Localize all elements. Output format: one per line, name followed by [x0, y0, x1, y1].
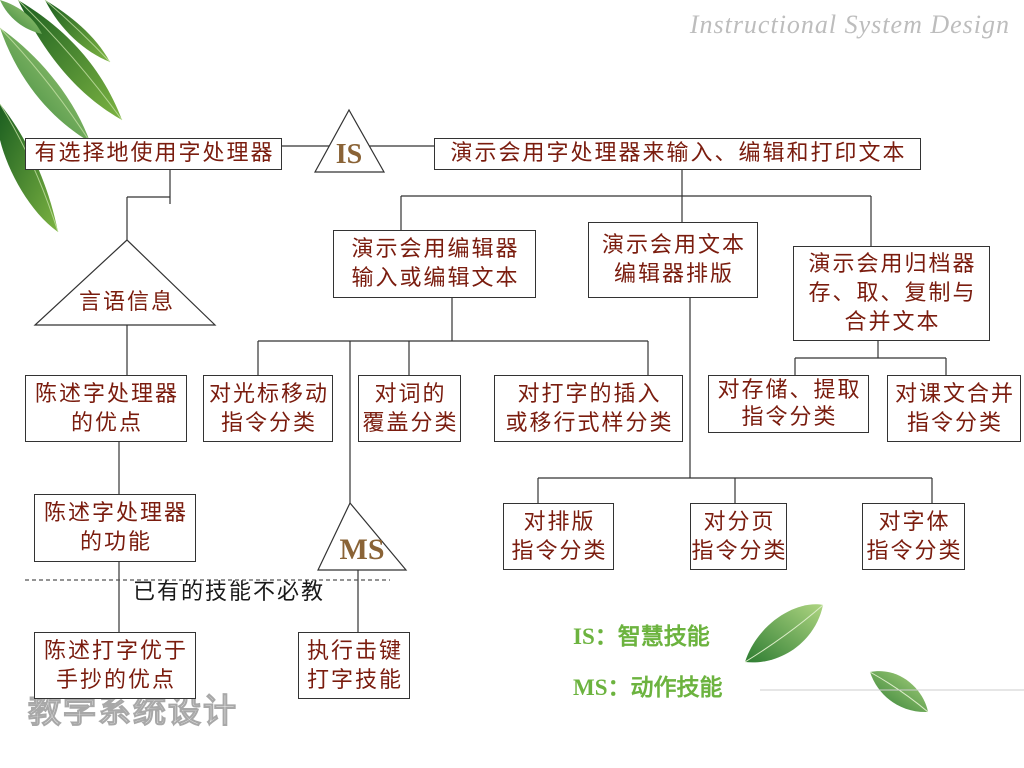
legend-ms: MS：动作技能 [573, 675, 723, 700]
box-text: 对排版 [523, 509, 596, 535]
verbal-info-triangle [33, 239, 217, 326]
typeset-box: 对排版 指令分类 [503, 503, 614, 570]
is-triangle [313, 108, 386, 173]
box-text: 指令分类 [741, 405, 838, 430]
leaf-vein [869, 671, 929, 713]
leaf-cluster-bottom-right-icon [744, 604, 929, 713]
box-text: 陈述字处理器 [43, 501, 188, 526]
paging-box: 对分页 指令分类 [690, 503, 787, 570]
leaf-icon [745, 604, 823, 663]
box-text: 编辑器排版 [613, 262, 734, 287]
goal-selective-use-box: 有选择地使用字处理器 [25, 138, 282, 170]
box-text: 对存储、提取 [717, 378, 862, 403]
box-text: 的功能 [79, 530, 152, 555]
edit-input-box: 演示会用编辑器 输入或编辑文本 [333, 230, 536, 298]
layout-box: 演示会用文本 编辑器排版 [588, 222, 758, 298]
legend-is: IS：智慧技能 [573, 624, 710, 649]
box-text: 打字技能 [306, 667, 403, 693]
box-text: 存、取、复制与 [808, 281, 977, 306]
box-text: 指令分类 [511, 538, 608, 564]
functions-box: 陈述字处理器 的功能 [34, 494, 196, 562]
typing-advantage-box: 陈述打字优于 手抄的优点 [34, 632, 196, 699]
box-text: 对分页 [703, 509, 776, 535]
store-box: 对存储、提取 指令分类 [708, 375, 869, 433]
header-watermark: Instructional System Design [689, 10, 1010, 39]
box-text: 陈述字处理器 [34, 381, 179, 407]
box-text: 指令分类 [220, 410, 317, 436]
leaf-icon [870, 671, 928, 713]
archive-box: 演示会用归档器 存、取、复制与 合并文本 [793, 246, 990, 341]
box-text: 执行击键 [306, 638, 403, 664]
box-text: 对字体 [878, 509, 951, 535]
goal-demonstrate-box: 演示会用字处理器来输入、编辑和打印文本 [434, 138, 921, 170]
verbal-info-label: 言语信息 [78, 290, 175, 315]
overwrite-box: 对词的 覆盖分类 [358, 375, 461, 442]
keystroke-box: 执行击键 打字技能 [298, 632, 410, 699]
box-text: 演示会用归档器 [808, 252, 977, 277]
leaf-vein [44, 0, 111, 63]
leaf-icon [45, 0, 110, 62]
cursor-box: 对光标移动 指令分类 [203, 375, 333, 442]
box-text: 或移行式样分类 [505, 410, 674, 436]
font-box: 对字体 指令分类 [862, 503, 965, 570]
box-text: 覆盖分类 [362, 410, 459, 436]
is-label: IS [335, 139, 363, 170]
leaf-icon [18, 0, 122, 120]
box-text: 演示会用字处理器来输入、编辑和打印文本 [450, 141, 907, 166]
box-text: 对课文合并 [894, 381, 1015, 407]
skip-note: 已有的技能不必教 [133, 580, 326, 605]
box-text: 合并文本 [844, 310, 941, 335]
box-text: 指令分类 [866, 538, 963, 564]
leaf-icon [0, 0, 42, 34]
box-text: 演示会用编辑器 [351, 237, 520, 262]
box-text: 对光标移动 [208, 381, 329, 407]
ms-label: MS [339, 533, 385, 566]
box-text: 对词的 [374, 381, 447, 407]
leaf-vein [0, 27, 91, 143]
box-text: 输入或编辑文本 [351, 266, 520, 291]
box-text: 指令分类 [906, 410, 1003, 436]
ms-triangle [317, 501, 408, 571]
merge-box: 对课文合并 指令分类 [887, 375, 1021, 442]
leaf-vein [744, 604, 824, 663]
box-text: 对打字的插入 [517, 381, 662, 407]
box-text: 的优点 [70, 410, 143, 436]
box-text: 手抄的优点 [55, 667, 176, 693]
leaf-vein [17, 0, 123, 121]
box-text: 演示会用文本 [601, 233, 746, 258]
box-text: 有选择地使用字处理器 [34, 141, 275, 166]
box-text: 指令分类 [691, 538, 788, 564]
insert-box: 对打字的插入 或移行式样分类 [494, 375, 683, 442]
box-text: 陈述打字优于 [43, 638, 188, 664]
advantages-box: 陈述字处理器 的优点 [25, 375, 187, 442]
leaf-icon [0, 28, 90, 142]
